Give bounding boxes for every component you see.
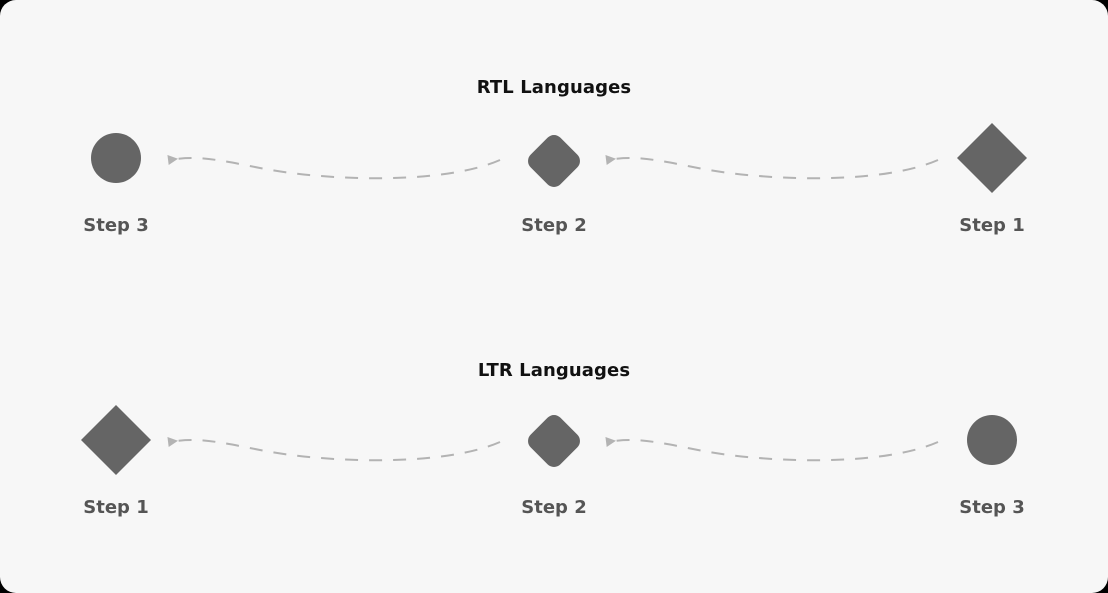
diamond-icon [957, 123, 1027, 193]
step-label: Step 3 [83, 215, 149, 236]
section-title-ltr: LTR Languages [477, 360, 631, 381]
step-label: Step 2 [521, 215, 587, 236]
step-label: Step 3 [959, 497, 1025, 518]
circle-icon [91, 133, 141, 183]
rounded-diamond-icon [528, 415, 580, 467]
rounded-diamond-icon [528, 135, 580, 187]
circle-icon [967, 415, 1017, 465]
dashed-arrow-ltr-3-to-2 [605, 437, 939, 462]
diamond-icon [81, 405, 151, 475]
dashed-arrow-ltr-2-to-1 [167, 437, 501, 462]
step-label: Step 2 [521, 497, 587, 518]
dashed-arrow-rtl-2-to-3 [167, 155, 501, 180]
step-label: Step 1 [83, 497, 149, 518]
section-title-rtl: RTL Languages [476, 77, 632, 98]
step-label: Step 1 [959, 215, 1025, 236]
dashed-arrow-rtl-1-to-2 [605, 155, 939, 180]
